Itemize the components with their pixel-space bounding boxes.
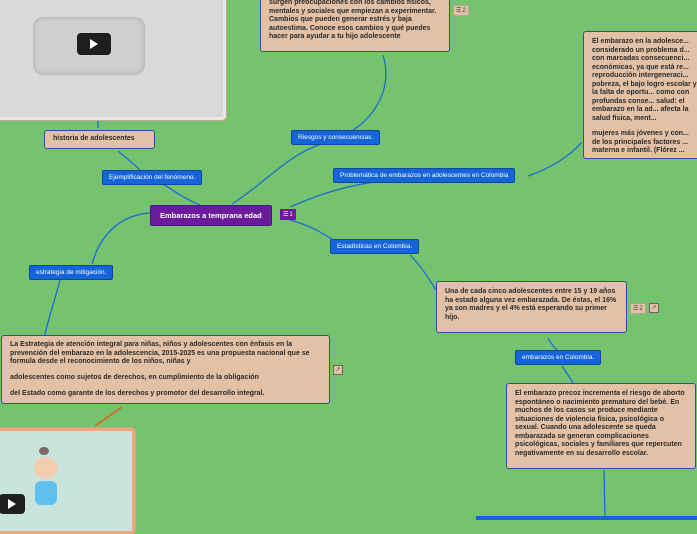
central-topic-label: Embarazos a temprana edad — [160, 211, 262, 220]
topic-embarazo-precoz[interactable]: El embarazo precoz incrementa el riesgo … — [506, 383, 696, 469]
topic-estrategia-detail[interactable]: La Estrategia de atención integral para … — [1, 335, 330, 404]
notes-icon[interactable]: ☰1 — [280, 209, 296, 220]
topic-estrategia-text-2: adolescentes como sujetos de derechos, e… — [10, 374, 321, 383]
avatar-illustration — [29, 445, 63, 525]
topic-embarazo-precoz-text: El embarazo precoz incrementa el riesgo … — [515, 390, 685, 457]
topic-estadisticas-detail[interactable]: Una de cada cinco adolescentes entre 15 … — [436, 281, 627, 333]
topic-estrategia-text-1: La Estrategia de atención integral para … — [10, 341, 321, 367]
link-icon[interactable]: ↗ — [649, 303, 659, 313]
branch-riesgos[interactable]: Riesgos y consecuencias. — [291, 130, 380, 145]
link-icon[interactable]: ↗ — [333, 365, 343, 375]
topic-historia-text: historia de adolescentes — [53, 135, 135, 142]
topic-riesgos-text: surgen preocupaciones con los cambios fí… — [269, 0, 436, 40]
branch-embarazos-colombia[interactable]: embarazos en Colombia. — [515, 350, 601, 365]
topic-cutoff-bottom[interactable] — [476, 516, 697, 520]
topic-estadisticas-text: Una de cada cinco adolescentes entre 15 … — [445, 288, 616, 321]
video-thumbnail[interactable] — [0, 0, 226, 120]
topic-problematica-text-2: mujeres más jóvenes y con... de los prin… — [592, 130, 697, 156]
topic-problematica-detail[interactable]: El embarazo en la adolesce... considerad… — [583, 31, 697, 159]
notes-icon[interactable]: ☰2 — [453, 5, 469, 16]
play-icon[interactable] — [0, 494, 25, 514]
topic-riesgos-detail[interactable]: surgen preocupaciones con los cambios fí… — [260, 0, 450, 52]
branch-ejemplificacion[interactable]: Ejemplificación del fenómeno. — [102, 170, 202, 185]
topic-historia[interactable]: historia de adolescentes — [44, 130, 155, 149]
branch-estadisticas[interactable]: Estadísticas en Colombia. — [330, 239, 419, 254]
central-topic[interactable]: Embarazos a temprana edad — [150, 205, 272, 226]
topic-problematica-text-1: El embarazo en la adolesce... considerad… — [592, 38, 697, 123]
play-icon[interactable] — [77, 33, 111, 55]
branch-problematica[interactable]: Problemática de embarazos en adolescente… — [333, 168, 515, 183]
notes-icon[interactable]: ☰2 — [630, 303, 646, 314]
video-thumbnail-2[interactable] — [0, 428, 135, 534]
topic-estrategia-text-3: del Estado como garante de los derechos … — [10, 390, 321, 399]
branch-estrategia[interactable]: estrategia de mitigación. — [29, 265, 113, 280]
